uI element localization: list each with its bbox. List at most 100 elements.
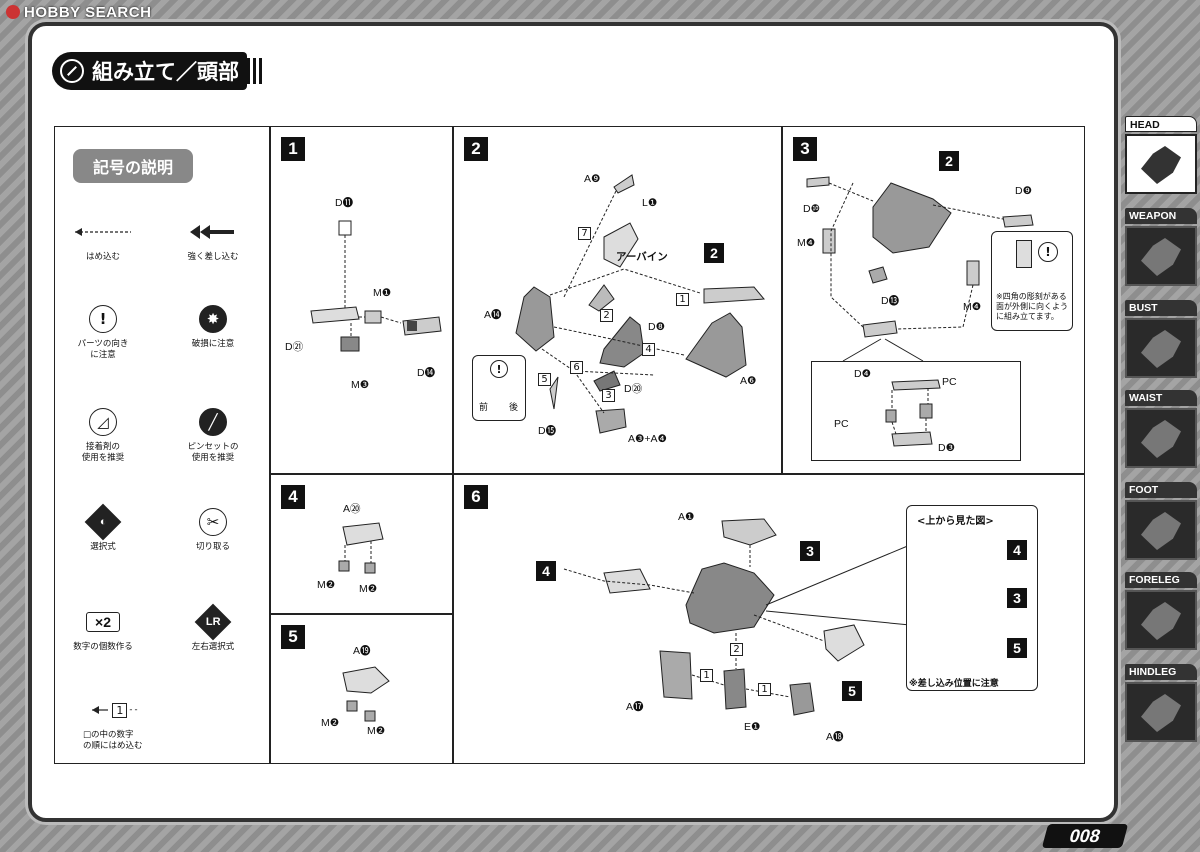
step-2-panel: 2 A❾ L❶ アーバイン A⓮ D❽ A❻ D⑳ D⓯ A❸+A❹ 2 7: [453, 126, 782, 474]
legend-item-option: ◐ 選択式: [55, 503, 151, 553]
sidebar-tab-bust[interactable]: BUST: [1125, 300, 1197, 378]
part-label: D❸: [938, 442, 955, 454]
step-ref: 5: [842, 681, 862, 701]
weapon-thumbnail-icon: [1125, 226, 1197, 286]
legend-item-press: 強く差し込む: [165, 215, 261, 263]
quantity-symbol: ×2: [86, 612, 120, 632]
step-number: 3: [793, 137, 817, 161]
bust-thumbnail-icon: [1125, 318, 1197, 378]
pc-detail-callout: D❹ PC PC D❸: [811, 361, 1021, 461]
part-label: M❷: [367, 725, 386, 737]
watermark: HOBBY SEARCH: [6, 4, 151, 21]
sidebar-tab-foot[interactable]: FOOT: [1125, 482, 1197, 560]
legend-item-orientation: ! パーツの向き に注意: [55, 302, 151, 361]
step-number: 1: [281, 137, 305, 161]
title-stripe: [247, 58, 265, 84]
sidebar-tab-foreleg[interactable]: FORELEG: [1125, 572, 1197, 650]
foot-thumbnail-icon: [1125, 500, 1197, 560]
step-ref: 3: [800, 541, 820, 561]
step-ref: 2: [704, 243, 724, 263]
part-label: A⑳: [343, 503, 361, 515]
step-ref: 3: [1007, 588, 1027, 608]
page-number: 008: [1041, 824, 1129, 848]
sidebar-tab-hindleg[interactable]: HINDLEG: [1125, 664, 1197, 742]
part-label: A❸+A❹: [628, 433, 667, 445]
step-ref: 2: [939, 151, 959, 171]
option-icon: ◐: [84, 503, 122, 541]
part-label: M❶: [373, 287, 392, 299]
press-arrow-icon: [165, 215, 261, 249]
order-box: 6: [570, 361, 583, 374]
order-box: 1: [676, 293, 689, 306]
caution-icon: !: [89, 305, 117, 333]
part-label: M❹: [797, 237, 816, 249]
step-ref: 4: [1007, 540, 1027, 560]
hindleg-thumbnail-icon: [1125, 682, 1197, 742]
snap-arrow-icon: [55, 215, 151, 249]
step-4-panel: 4 A⑳ M❷ M❷: [270, 474, 453, 614]
order-box: 1: [758, 683, 771, 696]
legend-item-break: ✸ 破損に注意: [165, 302, 261, 350]
part-illustration: [1016, 240, 1032, 268]
tweezers-icon: ╱: [199, 408, 227, 436]
cut-icon: ✂: [199, 508, 227, 536]
legend-item-quantity: ×2 数字の個数作る: [73, 612, 133, 652]
part-label: D㉑: [285, 341, 304, 353]
part-label: D❾: [1015, 185, 1032, 197]
legend-item-cut: ✂ 切り取る: [165, 505, 261, 553]
sidebar-tab-weapon[interactable]: WEAPON: [1125, 208, 1197, 286]
legend-item-order: 1-- □の中の数字 の順にはめ込む: [55, 693, 175, 752]
part-label: D⓫: [335, 197, 354, 209]
order-box: 3: [602, 389, 615, 402]
part-label: アーバイン: [616, 251, 668, 263]
caution-icon: !: [1038, 242, 1058, 262]
part-label: PC: [942, 376, 957, 388]
waist-thumbnail-icon: [1125, 408, 1197, 468]
part-label: A⓲: [826, 731, 844, 743]
part-label: M❷: [359, 583, 378, 595]
top-view-callout: <上から見た図> 4 3 5 ※差し込み位置に注意: [906, 505, 1038, 691]
part-label: D❽: [648, 321, 665, 333]
part-label: D⓮: [417, 367, 436, 379]
head-thumbnail-icon: [1125, 134, 1197, 194]
part-label: D⑳: [624, 383, 643, 395]
step-5-panel: 5 A⓳ M❷ M❷: [270, 614, 453, 764]
part-label: A⓳: [353, 645, 371, 657]
sidebar-tab-waist[interactable]: WAIST: [1125, 390, 1197, 468]
orientation-callout: ! ※四角の彫刻がある面が外側に向くように組み立てます。: [991, 231, 1073, 331]
part-label: A⓮: [484, 309, 502, 321]
part-label: D⓯: [538, 425, 557, 437]
order-box: 5: [538, 373, 551, 386]
part-label: A❾: [584, 173, 601, 185]
step-5-diagram: [342, 666, 390, 722]
caution-icon: !: [490, 360, 508, 378]
legend-item-lr: LR 左右選択式: [165, 603, 261, 653]
legend-title: 記号の説明: [73, 149, 193, 183]
legend-item-glue: ◿ 接着剤の 使用を推奨: [55, 405, 151, 464]
step-3-panel: 3 2 D❿ D❾ M❹ D⓭ M❹ ! ※四角の彫刻がある面が外側に向くように…: [782, 126, 1085, 474]
step-number: 2: [464, 137, 488, 161]
order-box: 7: [578, 227, 591, 240]
part-label: M❷: [317, 579, 336, 591]
step-2-diagram: [515, 174, 766, 434]
order-box: 2: [730, 643, 743, 656]
step-4-diagram: [338, 522, 384, 574]
order-arrow-icon: 1--: [55, 693, 175, 727]
left-right-icon: LR: [194, 603, 232, 641]
step-number: 5: [281, 625, 305, 649]
part-label: M❷: [321, 717, 340, 729]
sidebar-tab-head[interactable]: HEAD: [1125, 116, 1197, 194]
orientation-callout: ! 前 後: [472, 355, 526, 421]
legend-item-snap: はめ込む: [55, 215, 151, 263]
section-title: 組み立て／頭部: [52, 52, 247, 90]
part-label: L❶: [642, 197, 658, 209]
part-label: E❶: [744, 721, 761, 733]
step-1-panel: 1 D⓫ M❶ D㉑ D⓮ M❸: [270, 126, 453, 474]
part-label: D❹: [854, 368, 871, 380]
hobby-search-logo-icon: [6, 5, 20, 19]
part-label: D❿: [803, 203, 820, 215]
step-ref: 5: [1007, 638, 1027, 658]
legend-panel: 記号の説明 はめ込む 強く差し込む ! パーツの向き に注意 ✸ 破損に注意 ◿…: [54, 126, 270, 764]
part-label: D⓭: [881, 295, 900, 307]
